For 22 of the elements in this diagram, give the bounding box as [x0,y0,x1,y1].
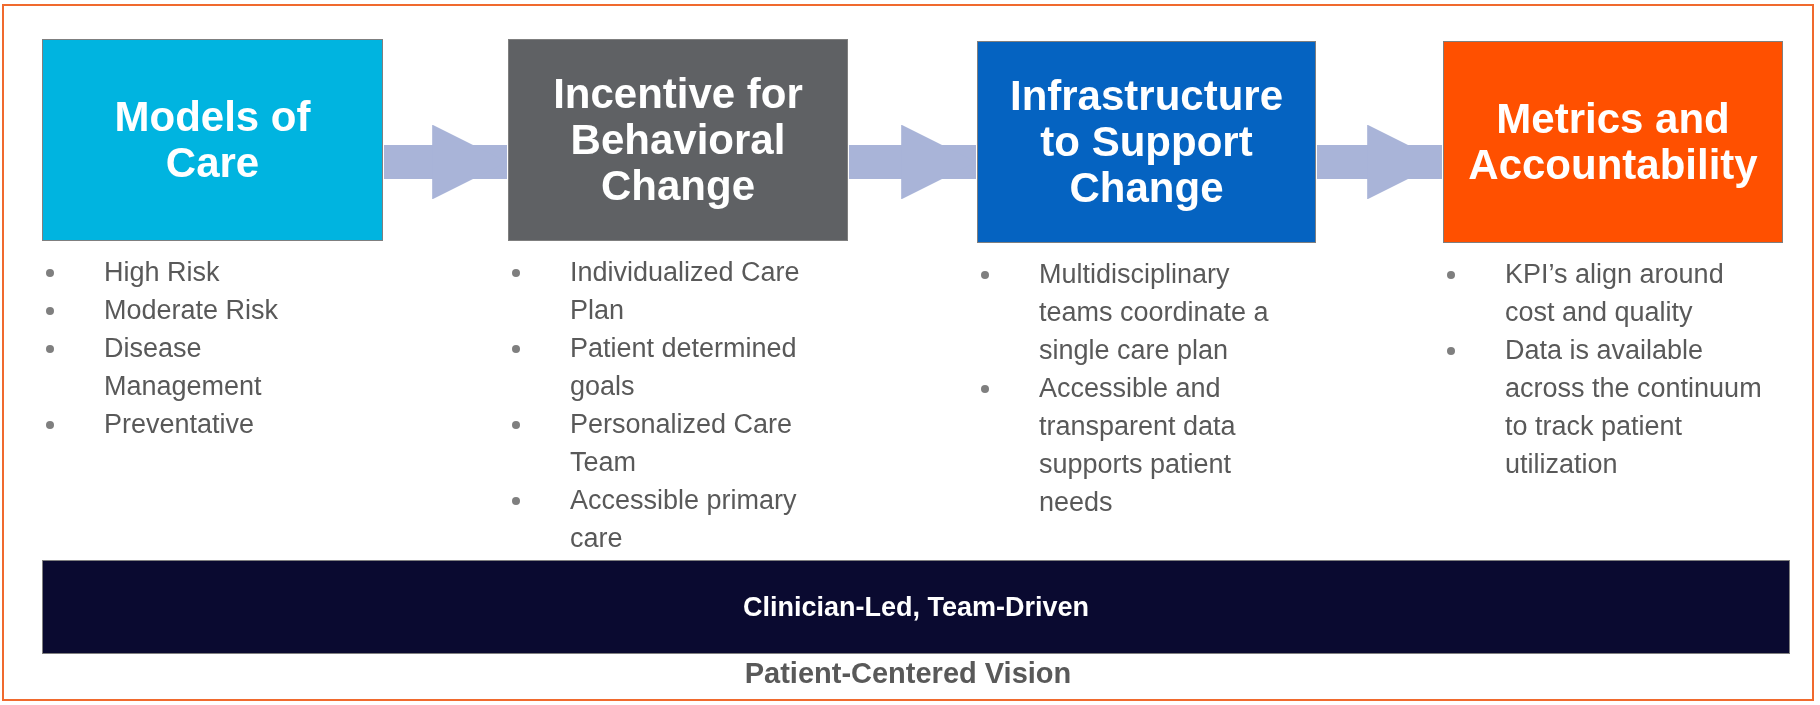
bullet-item: Accessible primary care [570,485,797,553]
process-box: Incentive for Behavioral Change [508,39,848,241]
process-box: Infrastructure to Support Change [977,41,1316,243]
block-arrow [384,124,507,200]
frame-border [2,4,1814,701]
bullet-item: Accessible and transparent data supports patient needs [1039,373,1236,517]
block-arrow [849,124,976,200]
process-box: Metrics and Accountability [1443,41,1783,243]
bullet-item: Patient determined goals [570,333,797,401]
bullet-item: Multidisciplinary teams coordinate a single care plan [1039,259,1269,365]
bullet-item: Personalized Care Team [570,409,793,477]
bullet-item: KPI’s align around cost and quality [1505,259,1724,327]
bullet-item: Individualized Care Plan [570,257,800,325]
bullet-item: High Risk [104,257,220,287]
bullet-item: Data is available across the continuum to track patient utilization [1505,335,1762,479]
frame-title: Patient-Centered Vision [744,657,1072,690]
banner: Clinician-Led, Team-Driven [42,560,1790,654]
process-box: Models of Care [42,39,383,241]
bullet-item: Disease Management [104,333,262,401]
bullet-item: Preventative [104,409,255,439]
block-arrow [1317,124,1442,200]
bullet-item: Moderate Risk [104,295,279,325]
